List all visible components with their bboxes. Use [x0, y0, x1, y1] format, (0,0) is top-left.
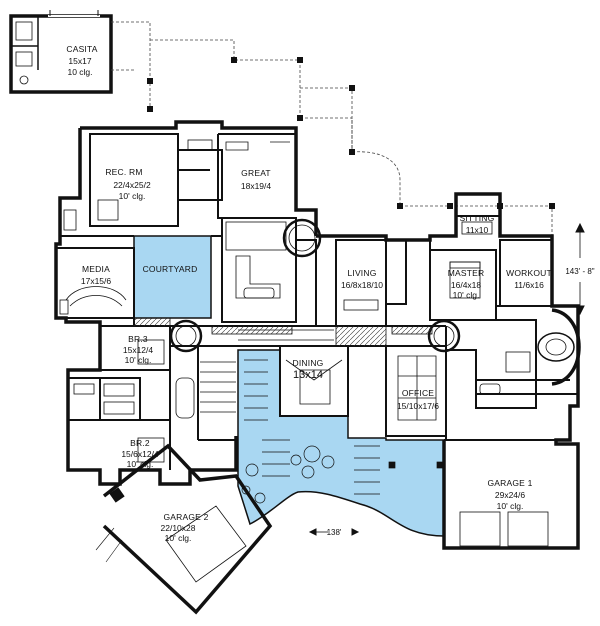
workout-size: 11/6x16: [514, 280, 544, 290]
master-name: MASTER: [448, 268, 485, 278]
depth-dimension: 143' - 8": [565, 267, 594, 276]
garage1-ceiling: 10' clg.: [497, 501, 524, 511]
room-label-garage2: GARAGE 2 22/10x28 10' clg.: [161, 512, 209, 543]
casita-ceiling: 10 clg.: [67, 67, 92, 77]
patio-details: [241, 359, 444, 504]
room-label-br3: BR.3 15x12/4 10' clg.: [123, 334, 154, 365]
rec-rm-name: REC. RM: [105, 167, 142, 177]
rec-rm-ceiling: 10' clg.: [119, 191, 146, 201]
workout-name: WORKOUT: [506, 268, 552, 278]
casita-size: 15x17: [68, 56, 91, 66]
room-label-master: MASTER 16/4x18 10' clg.: [448, 268, 485, 300]
room-label-media: MEDIA 17x15/6: [81, 264, 112, 286]
room-label-living: LIVING 16/8x18/10: [341, 268, 383, 290]
garage-2: [95, 443, 273, 615]
master-size: 16/4x18: [451, 280, 482, 290]
living-size: 16/8x18/10: [341, 280, 383, 290]
room-label-br2: BR.2 15/6x12/4 10' clg.: [121, 438, 159, 469]
trellis-posts: [147, 57, 555, 209]
garage2-ceiling: 10' clg.: [165, 533, 192, 543]
master-ceiling: 10' clg.: [453, 290, 480, 300]
patio-highlight: [237, 349, 445, 537]
living-name: LIVING: [347, 268, 376, 278]
garage1-size: 29x24/6: [495, 490, 526, 500]
room-label-great: GREAT 18x19/4: [241, 168, 272, 191]
casita-name: CASITA: [66, 44, 97, 54]
office-name: OFFICE: [402, 388, 434, 398]
br2-size: 15/6x12/4: [121, 449, 159, 459]
room-label-office: OFFICE 15/10x17/6: [397, 388, 439, 411]
room-label-garage1: GARAGE 1 29x24/6 10' clg.: [487, 478, 532, 511]
br3-size: 15x12/4: [123, 345, 154, 355]
dining-size: 13x14: [293, 369, 323, 381]
garage2-size: 22/10x28: [161, 523, 196, 533]
br2-name: BR.2: [130, 438, 150, 448]
courtyard-highlight: [133, 235, 212, 319]
round-elements: [169, 218, 581, 386]
dimension-lines: [308, 222, 585, 536]
room-label-workout: WORKOUT 11/6x16: [506, 268, 552, 290]
courtyard-name: COURTYARD: [143, 264, 198, 274]
sitting-name: SITTING: [460, 213, 495, 223]
width-dimension: 138': [327, 528, 342, 537]
room-label-courtyard: COURTYARD: [143, 264, 198, 274]
great-size: 18x19/4: [241, 181, 272, 191]
rec-rm-size: 22/4x25/2: [113, 180, 151, 190]
media-size: 17x15/6: [81, 276, 112, 286]
casita: [9, 10, 113, 94]
br2-ceiling: 10' clg.: [127, 459, 154, 469]
br3-name: BR.3: [128, 334, 148, 344]
room-label-casita: CASITA 15x17 10 clg.: [66, 44, 97, 77]
room-label-rec-rm: REC. RM 22/4x25/2 10' clg.: [105, 167, 151, 201]
media-name: MEDIA: [82, 264, 110, 274]
garage2-name: GARAGE 2: [163, 512, 208, 522]
sitting-size: 11x10: [466, 225, 489, 235]
great-name: GREAT: [241, 168, 271, 178]
office-size: 15/10x17/6: [397, 401, 439, 411]
room-label-sitting: SITTING 11x10: [460, 213, 495, 235]
garage1-name: GARAGE 1: [487, 478, 532, 488]
hatched-walls: [133, 317, 433, 347]
room-label-dining: DINING 13x14: [293, 358, 324, 381]
dining-name: DINING: [293, 358, 324, 368]
br3-ceiling: 10' clg.: [125, 355, 152, 365]
